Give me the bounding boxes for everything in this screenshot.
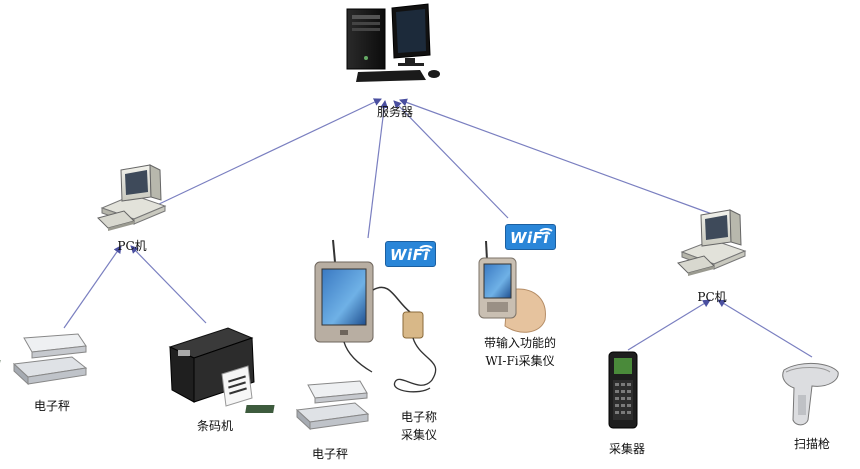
wifi-badge-label-1: WiFi (390, 246, 430, 264)
label-scale-collector-2: 采集仪 (400, 428, 438, 442)
link-pcright-scanner (717, 299, 813, 358)
label-scanner: 扫描枪 (793, 437, 831, 451)
label-scale-bottom: 电子秤 (311, 447, 349, 461)
connection-lines (63, 98, 813, 358)
desktop-pc-icon-left (97, 164, 167, 231)
handheld-scanner-terminal-icon (608, 351, 638, 429)
link-pcleft-scale (63, 245, 122, 329)
electronic-scale-icon-left (0, 333, 88, 386)
label-pc-left: PC机 (117, 239, 147, 253)
link-server-wifi-collector (393, 100, 509, 219)
wifi-waves-icon (419, 245, 433, 252)
wifi-waves-icon (539, 228, 553, 235)
wifi-badge-label-2: WiFi (510, 229, 550, 247)
label-handheld-collector: 采集器 (608, 442, 646, 456)
wifi-badge-icon-2: WiFi (505, 224, 556, 250)
desktop-pc-icon-right (677, 209, 747, 276)
label-printer: 条码机 (196, 419, 234, 433)
tablet-collector-icon (314, 239, 437, 393)
label-scale-collector-1: 电子称 (400, 410, 438, 424)
link-server-pc-right (399, 98, 713, 215)
server-computer-icon (346, 3, 440, 82)
electronic-scale-icon-bottom (245, 380, 370, 431)
wifi-badge-icon-1: WiFi (385, 241, 436, 267)
link-pcleft-printer (130, 245, 207, 324)
label-server: 服务器 (376, 105, 414, 119)
label-pc-right: PC机 (697, 290, 727, 304)
label-wifi-collector-1: 带输入功能的 (483, 336, 557, 350)
barcode-scanner-gun-icon (782, 363, 839, 426)
link-server-scale-collector (367, 100, 389, 239)
label-scale-left: 电子秤 (33, 399, 71, 413)
handheld-wifi-collector-icon (478, 240, 546, 333)
barcode-printer-icon (168, 327, 255, 407)
link-server-pc-left (156, 98, 382, 206)
link-pcright-collector (627, 299, 711, 351)
label-wifi-collector-2: WI-Fi采集仪 (485, 354, 555, 368)
